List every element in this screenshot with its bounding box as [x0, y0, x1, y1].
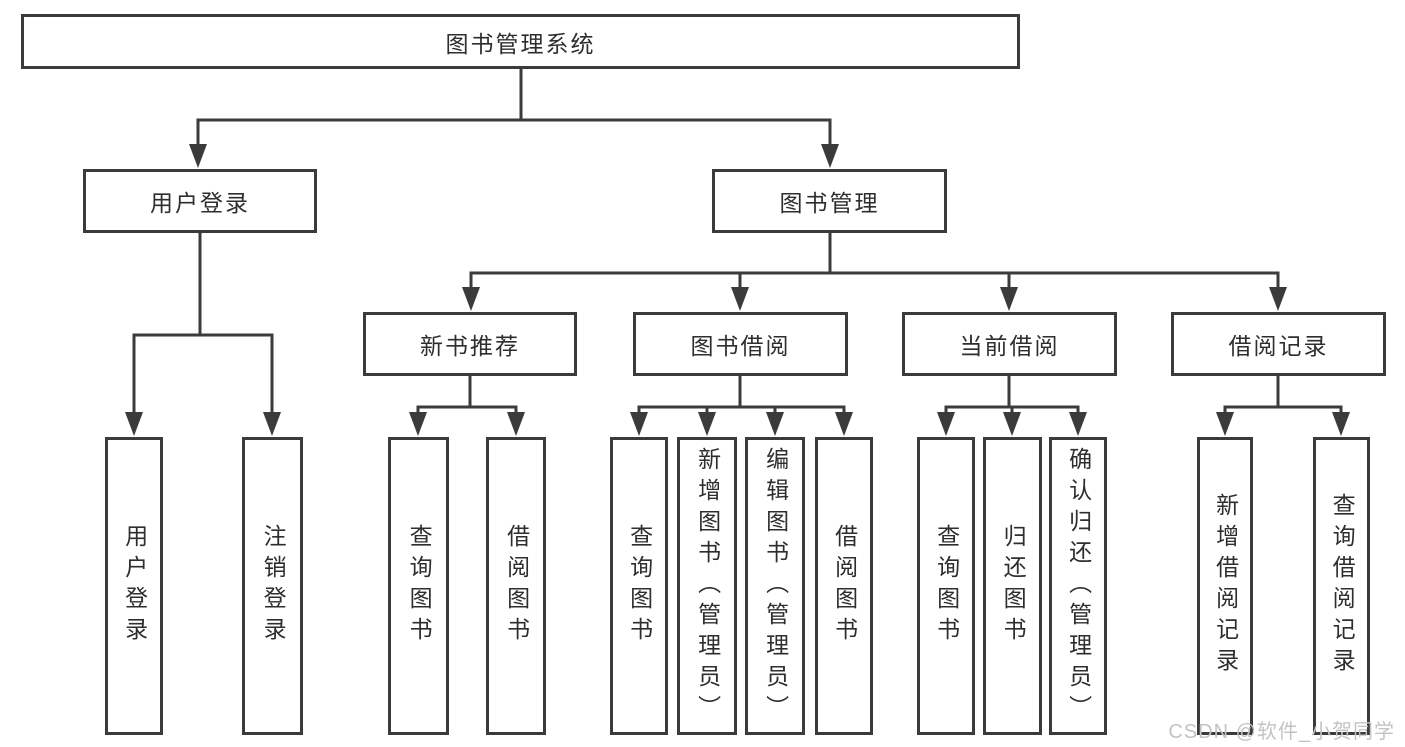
node-new-book-recommend: 新书推荐: [363, 312, 577, 376]
leaf-query-book-1-label: 查询图书: [406, 524, 433, 648]
arrowhead-icon: [1216, 412, 1234, 436]
arrowhead-icon: [409, 412, 427, 436]
leaf-borrow-book-2: 借阅图书: [815, 437, 873, 735]
leaf-add-book-admin-label: 新增图书（管理员）: [694, 446, 721, 726]
arrowhead-icon: [731, 287, 749, 311]
node-root: 图书管理系统: [21, 14, 1020, 69]
node-root-label: 图书管理系统: [445, 30, 596, 57]
node-borrow-record: 借阅记录: [1171, 312, 1386, 376]
node-new-book-recommend-label: 新书推荐: [420, 333, 520, 359]
leaf-add-borrow-record-label: 新增借阅记录: [1212, 493, 1239, 679]
arrowhead-icon: [630, 412, 648, 436]
node-current-borrow-label: 当前借阅: [959, 333, 1060, 359]
leaf-user-login: 用户登录: [105, 437, 163, 735]
node-user-login-label: 用户登录: [150, 190, 250, 216]
arrowhead-icon: [1269, 287, 1287, 311]
arrowhead-icon: [821, 144, 839, 168]
leaf-return-book-label: 归还图书: [1000, 524, 1027, 648]
leaf-query-book-3: 查询图书: [917, 437, 975, 735]
arrowhead-icon: [1332, 412, 1350, 436]
arrowhead-icon: [1003, 412, 1021, 436]
leaf-borrow-book-1: 借阅图书: [486, 437, 546, 735]
leaf-query-borrow-record: 查询借阅记录: [1313, 437, 1370, 735]
leaf-logout-label: 注销登录: [260, 524, 287, 648]
arrowhead-icon: [189, 144, 207, 168]
arrowhead-icon: [835, 412, 853, 436]
leaf-query-borrow-record-label: 查询借阅记录: [1329, 493, 1356, 679]
leaf-query-book-2: 查询图书: [610, 437, 668, 735]
node-user-login: 用户登录: [83, 169, 317, 233]
leaf-add-borrow-record: 新增借阅记录: [1197, 437, 1253, 735]
leaf-query-book-2-label: 查询图书: [626, 524, 653, 648]
arrowhead-icon: [766, 412, 784, 436]
node-book-management-label: 图书管理: [779, 190, 880, 216]
arrowhead-icon: [1069, 412, 1087, 436]
arrowhead-icon: [937, 412, 955, 436]
leaf-query-book-3-label: 查询图书: [933, 524, 960, 648]
arrowhead-icon: [125, 412, 143, 436]
node-book-management: 图书管理: [712, 169, 947, 233]
leaf-add-book-admin: 新增图书（管理员）: [677, 437, 737, 735]
leaf-edit-book-admin-label: 编辑图书（管理员）: [762, 446, 789, 726]
arrowhead-icon: [698, 412, 716, 436]
leaf-borrow-book-1-label: 借阅图书: [503, 524, 530, 648]
arrowhead-icon: [1000, 287, 1018, 311]
arrowhead-icon: [462, 287, 480, 311]
arrowhead-icon: [507, 412, 525, 436]
node-current-borrow: 当前借阅: [902, 312, 1117, 376]
leaf-user-login-label: 用户登录: [121, 524, 148, 648]
arrowhead-icon: [263, 412, 281, 436]
leaf-borrow-book-2-label: 借阅图书: [831, 524, 858, 648]
node-book-borrow: 图书借阅: [633, 312, 848, 376]
watermark: CSDN @软件_小贺同学: [1168, 721, 1395, 743]
leaf-logout: 注销登录: [242, 437, 303, 735]
leaf-query-book-1: 查询图书: [388, 437, 449, 735]
node-borrow-record-label: 借阅记录: [1228, 333, 1329, 359]
leaf-confirm-return-admin-label: 确认归还（管理员）: [1065, 446, 1092, 726]
node-book-borrow-label: 图书借阅: [690, 333, 791, 359]
leaf-edit-book-admin: 编辑图书（管理员）: [745, 437, 805, 735]
leaf-confirm-return-admin: 确认归还（管理员）: [1049, 437, 1107, 735]
leaf-return-book: 归还图书: [983, 437, 1042, 735]
